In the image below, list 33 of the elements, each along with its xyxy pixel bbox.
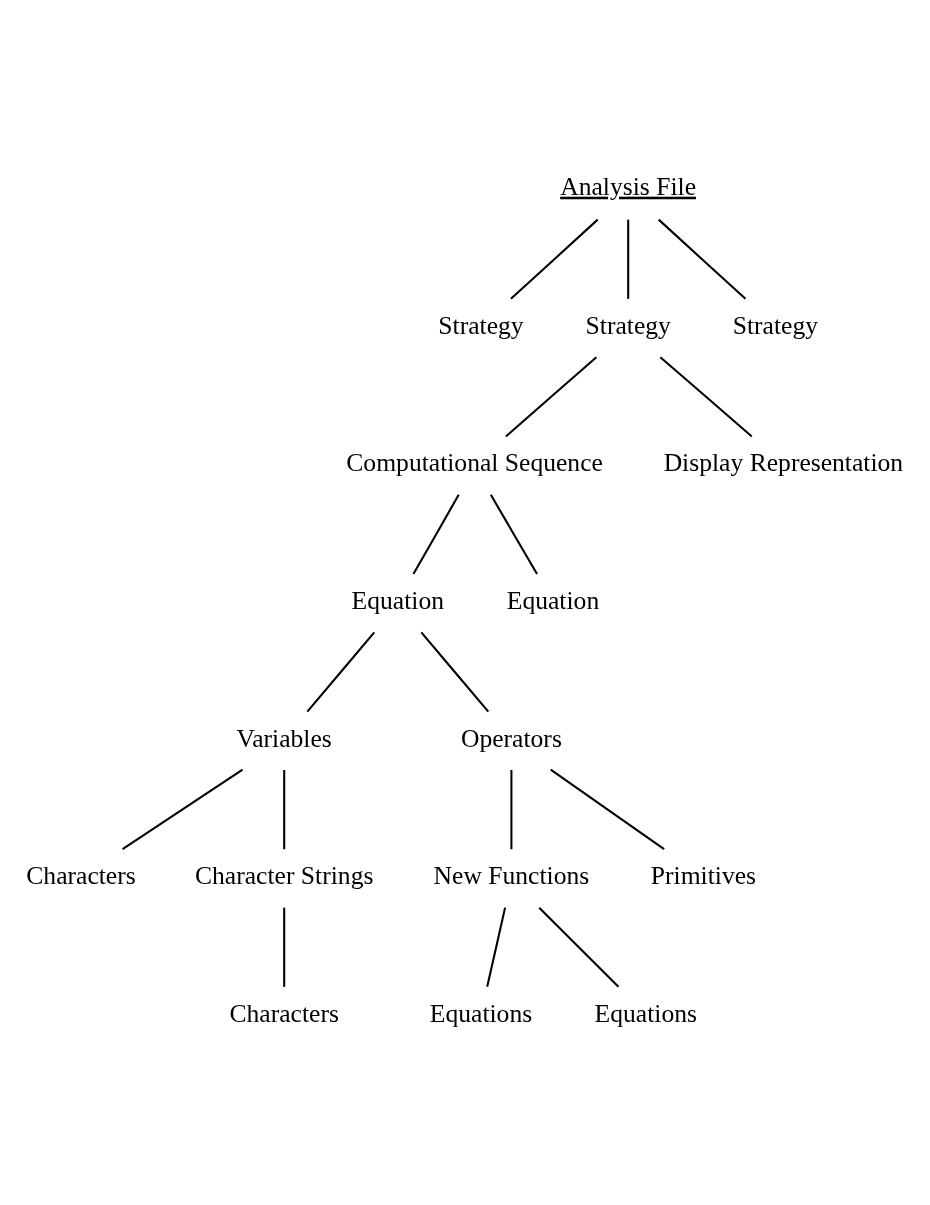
node-text: Variables xyxy=(236,723,332,753)
connector xyxy=(486,906,507,987)
node-text: Equation xyxy=(351,585,444,615)
connector xyxy=(510,218,599,300)
node-text: Primitives xyxy=(650,860,757,890)
node-text: Strategy xyxy=(438,310,524,340)
node-text: Analysis File xyxy=(560,171,696,201)
connector xyxy=(306,631,376,712)
connector xyxy=(505,355,598,437)
node-text: Display Representation xyxy=(663,447,904,477)
node-text: Characters xyxy=(229,998,339,1028)
connector xyxy=(659,355,753,437)
connector xyxy=(121,768,244,850)
node-text: Characters xyxy=(26,860,136,890)
node-text: Equation xyxy=(506,585,600,615)
node-text: Equations xyxy=(594,998,697,1028)
connector xyxy=(489,493,538,575)
node-text: Computational Sequence xyxy=(346,447,603,477)
node-text: Character Strings xyxy=(195,860,374,890)
connector xyxy=(283,907,286,987)
connector xyxy=(658,218,747,300)
connector xyxy=(420,631,490,712)
connector xyxy=(627,219,630,299)
node-text: Strategy xyxy=(732,310,819,340)
connector xyxy=(550,768,665,850)
connector xyxy=(412,493,460,575)
connector xyxy=(538,906,620,988)
connector xyxy=(283,769,286,849)
node-text: Equations xyxy=(429,998,533,1028)
node-text: Operators xyxy=(460,723,562,753)
connector xyxy=(510,769,513,849)
node-text: Strategy xyxy=(585,310,671,340)
node-text: New Functions xyxy=(433,860,590,890)
